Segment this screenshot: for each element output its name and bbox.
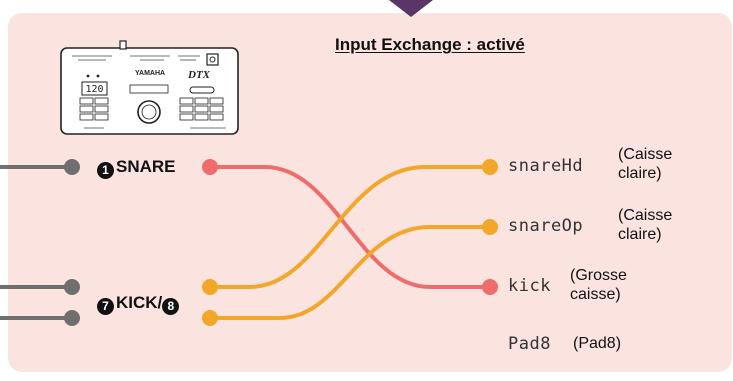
pad8-to-snareop-route [210,225,490,320]
snareop-route-end [482,219,498,235]
kick-route-end [482,279,498,295]
output-name-pad8: Pad8 [508,334,551,354]
svg-text:120: 120 [85,84,103,95]
output-name-snarehd: snareHd [508,156,584,176]
drum-module-illustration: YAMAHA DTX 120 [60,40,239,135]
snare-route-start [202,159,218,175]
svg-text:DTX: DTX [187,69,211,81]
snare-to-kick-route [210,165,490,289]
diagram-title: Input Exchange : activé [335,35,525,54]
pad8-route-start [202,310,218,326]
input-name: SNARE [116,157,176,176]
input-number-badge: 7 [97,298,114,315]
pad8-input-jack [64,310,80,326]
input-number-badge: 8 [162,298,180,315]
output-name-kick: kick [508,276,551,296]
kick-input-jack [64,279,80,295]
snare-input-jack [64,159,80,175]
input-number-badge: 1 [97,162,114,179]
kick-to-snarehd-route [210,165,490,289]
pointer-arrow [389,0,433,17]
svg-text:YAMAHA: YAMAHA [135,70,165,77]
output-desc-pad8: (Pad8) [573,335,622,352]
snarehd-route-end [482,159,498,175]
input-name: KICK/ [116,293,163,312]
kick-route-start [202,279,218,295]
output-name-snareop: snareOp [508,216,584,236]
